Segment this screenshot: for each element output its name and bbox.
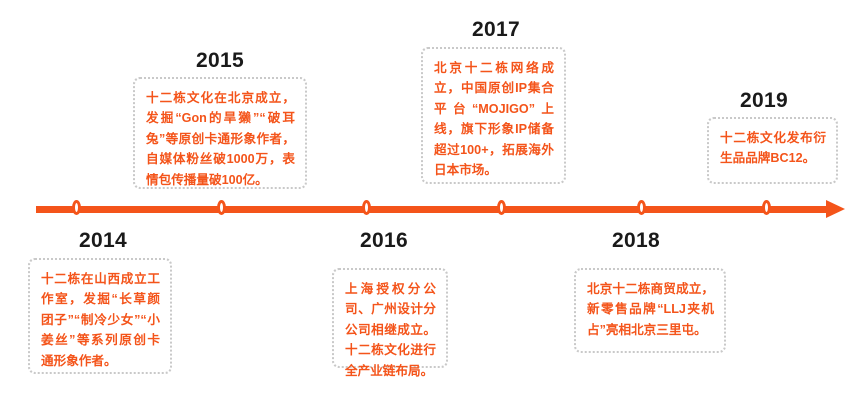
year-label-2015: 2015 [196,49,244,72]
timeline-axis [0,196,864,224]
timeline-node-2018[interactable] [637,200,646,215]
timeline-node-2015[interactable] [217,200,226,215]
event-text-2017: 北京十二栋网络成立，中国原创IP集合平台“MOJIGO”上线，旗下形象IP储备超… [434,61,554,177]
event-card-2016[interactable]: 上海授权分公司、广州设计分公司相继成立。十二栋文化进行全产业链布局。 [332,268,448,378]
timeline-node-2014[interactable] [72,200,81,215]
event-card-2018[interactable]: 北京十二栋商贸成立，新零售品牌“LLJ夹机占”亮相北京三里屯。 [574,268,726,353]
event-card-2015[interactable]: 十二栋文化在北京成立，发掘“Gon的旱獭”“破耳兔”等原创卡通形象作者，自媒体粉… [133,77,307,189]
event-text-2015: 十二栋文化在北京成立，发掘“Gon的旱獭”“破耳兔”等原创卡通形象作者，自媒体粉… [146,91,295,187]
timeline-axis-line [36,206,836,213]
year-label-2014: 2014 [79,229,127,252]
event-text-2014: 十二栋在山西成立工作室，发掘“长草颜团子”“制冷少女”“小姜丝”等系列原创卡通形… [41,272,160,368]
timeline-node-2019[interactable] [762,200,771,215]
year-label-2017: 2017 [472,18,520,41]
event-card-2014[interactable]: 十二栋在山西成立工作室，发掘“长草颜团子”“制冷少女”“小姜丝”等系列原创卡通形… [28,258,172,374]
event-text-2019: 十二栋文化发布衍生品品牌BC12。 [720,131,826,166]
year-label-2019: 2019 [740,89,788,112]
timeline-node-2017[interactable] [497,200,506,215]
timeline-node-2016[interactable] [362,200,371,215]
event-card-2017[interactable]: 北京十二栋网络成立，中国原创IP集合平台“MOJIGO”上线，旗下形象IP储备超… [421,47,566,184]
year-label-2016: 2016 [360,229,408,252]
year-label-2018: 2018 [612,229,660,252]
event-card-2019[interactable]: 十二栋文化发布衍生品品牌BC12。 [707,117,838,184]
timeline-arrow-icon [826,200,845,218]
event-text-2018: 北京十二栋商贸成立，新零售品牌“LLJ夹机占”亮相北京三里屯。 [587,282,714,337]
event-text-2016: 上海授权分公司、广州设计分公司相继成立。十二栋文化进行全产业链布局。 [345,282,436,378]
